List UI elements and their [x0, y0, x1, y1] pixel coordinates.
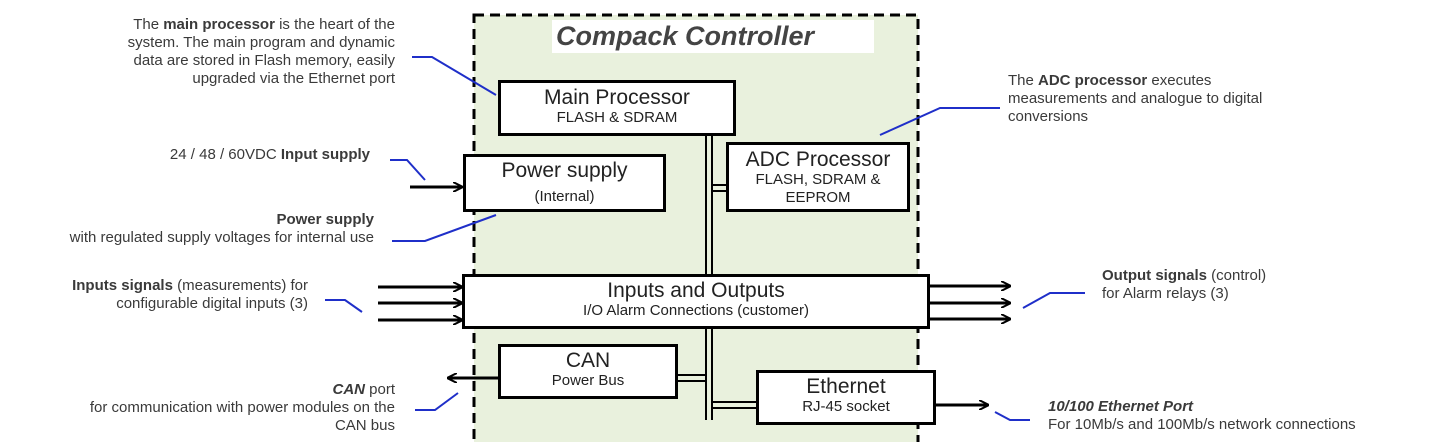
main-processor-subtitle: FLASH & SDRAM	[556, 109, 678, 126]
can-box: CAN Power Bus	[498, 344, 678, 399]
power-supply-title: Power supply	[501, 159, 628, 182]
adc-processor-annotation: The ADC processor executes measurements …	[1008, 72, 1263, 125]
main-processor-box: Main Processor FLASH & SDRAM	[498, 80, 736, 136]
power-supply-subtitle: (Internal)	[534, 188, 595, 205]
inputs-outputs-subtitle: I/O Alarm Connections (customer)	[583, 302, 809, 319]
can-port-annotation: CAN port for communication with power mo…	[89, 381, 395, 434]
input-signal-arrows	[378, 287, 462, 320]
can-subtitle: Power Bus	[551, 372, 625, 389]
adc-processor-subtitle-1: FLASH, SDRAM &	[755, 171, 881, 188]
input-signals-annotation: Inputs signals (measurements) for config…	[72, 277, 308, 312]
leader-lines	[325, 56, 1085, 421]
output-signals-annotation: Output signals (control) for Alarm relay…	[1102, 267, 1267, 302]
main-processor-title: Main Processor	[544, 86, 690, 109]
power-supply-box: Power supply (Internal)	[463, 154, 666, 212]
ethernet-box: Ethernet RJ-45 socket	[756, 370, 936, 425]
ethernet-port-annotation: 10/100 Ethernet Port For 10Mb/s and 100M…	[1048, 398, 1356, 433]
inputs-outputs-title: Inputs and Outputs	[607, 279, 785, 302]
diagram-title: Compack Controller	[552, 20, 874, 53]
ethernet-title: Ethernet	[806, 375, 886, 398]
can-title: CAN	[565, 349, 611, 372]
input-supply-annotation: 24 / 48 / 60VDC Input supply	[169, 146, 370, 163]
ethernet-subtitle: RJ-45 socket	[802, 398, 890, 415]
inputs-outputs-box: Inputs and Outputs I/O Alarm Connections…	[462, 274, 930, 329]
main-processor-annotation: The main processor is the heart of the s…	[127, 16, 395, 87]
adc-processor-title: ADC Processor	[745, 148, 891, 171]
power-supply-annotation: Power supply with regulated supply volta…	[69, 211, 374, 246]
adc-processor-box: ADC Processor FLASH, SDRAM & EEPROM	[726, 142, 910, 212]
adc-processor-subtitle-2: EEPROM	[785, 189, 851, 206]
output-signal-arrows	[930, 286, 1010, 319]
